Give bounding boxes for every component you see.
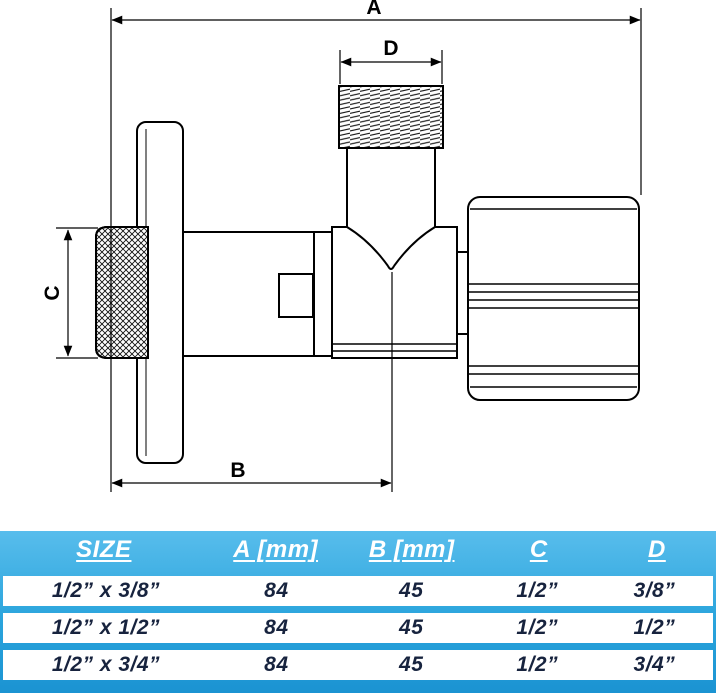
technical-drawing: A D C B bbox=[41, 0, 642, 492]
outlet-thread-texture bbox=[339, 86, 443, 148]
table-header-row: SIZE A [mm] B [mm] C D bbox=[0, 531, 716, 569]
outlet-neck bbox=[346, 146, 436, 228]
body-cone-lines bbox=[346, 226, 436, 270]
table-row: 1/2” x 1/2” 84 45 1/2” 1/2” bbox=[3, 613, 713, 643]
dim-label-c: C bbox=[41, 285, 64, 300]
dim-label-b: B bbox=[230, 459, 245, 482]
cell-b: 45 bbox=[399, 579, 424, 602]
cell-size: 1/2” x 3/4” bbox=[51, 653, 161, 676]
col-header-size: SIZE bbox=[76, 536, 132, 563]
outlet-thread-outline bbox=[338, 85, 444, 149]
cell-a: 84 bbox=[264, 579, 289, 602]
cell-size: 1/2” x 3/8” bbox=[51, 579, 161, 602]
cell-size: 1/2” x 1/2” bbox=[51, 616, 161, 639]
cell-d: 3/4” bbox=[633, 653, 676, 676]
knurled-nut-texture bbox=[95, 226, 149, 359]
cell-c: 1/2” bbox=[516, 616, 559, 639]
cell-d: 1/2” bbox=[633, 616, 676, 639]
cell-a: 84 bbox=[264, 653, 289, 676]
cell-b: 45 bbox=[399, 653, 424, 676]
dimension-labels: A D C B bbox=[41, 0, 399, 482]
body-right-block bbox=[331, 226, 458, 359]
cell-c: 1/2” bbox=[516, 653, 559, 676]
cell-c: 1/2” bbox=[516, 579, 559, 602]
col-header-b-mm: B [mm] bbox=[368, 536, 455, 563]
col-header-c: C bbox=[529, 536, 548, 563]
table-row: 1/2” x 3/8” 84 45 1/2” 3/8” bbox=[3, 576, 713, 606]
cell-d: 3/8” bbox=[633, 579, 676, 602]
body-detail-square bbox=[278, 273, 314, 318]
angle-valve-drawing: A D C B bbox=[41, 0, 642, 492]
cell-a: 84 bbox=[264, 616, 289, 639]
dim-label-a: A bbox=[366, 0, 381, 19]
col-header-a-mm: A [mm] bbox=[233, 536, 319, 563]
col-header-d: D bbox=[647, 536, 666, 563]
cell-b: 45 bbox=[399, 616, 424, 639]
dimension-lines bbox=[56, 8, 642, 492]
handle bbox=[467, 196, 640, 401]
handle-ribs bbox=[468, 208, 639, 388]
valve-parts bbox=[95, 85, 640, 464]
table-row: 1/2” x 3/4” 84 45 1/2” 3/4” bbox=[3, 650, 713, 680]
handle-stem bbox=[456, 251, 469, 335]
spec-table: SIZE A [mm] B [mm] C D 1/2” x 3/8” 84 45… bbox=[0, 531, 716, 693]
dim-label-d: D bbox=[383, 37, 398, 60]
